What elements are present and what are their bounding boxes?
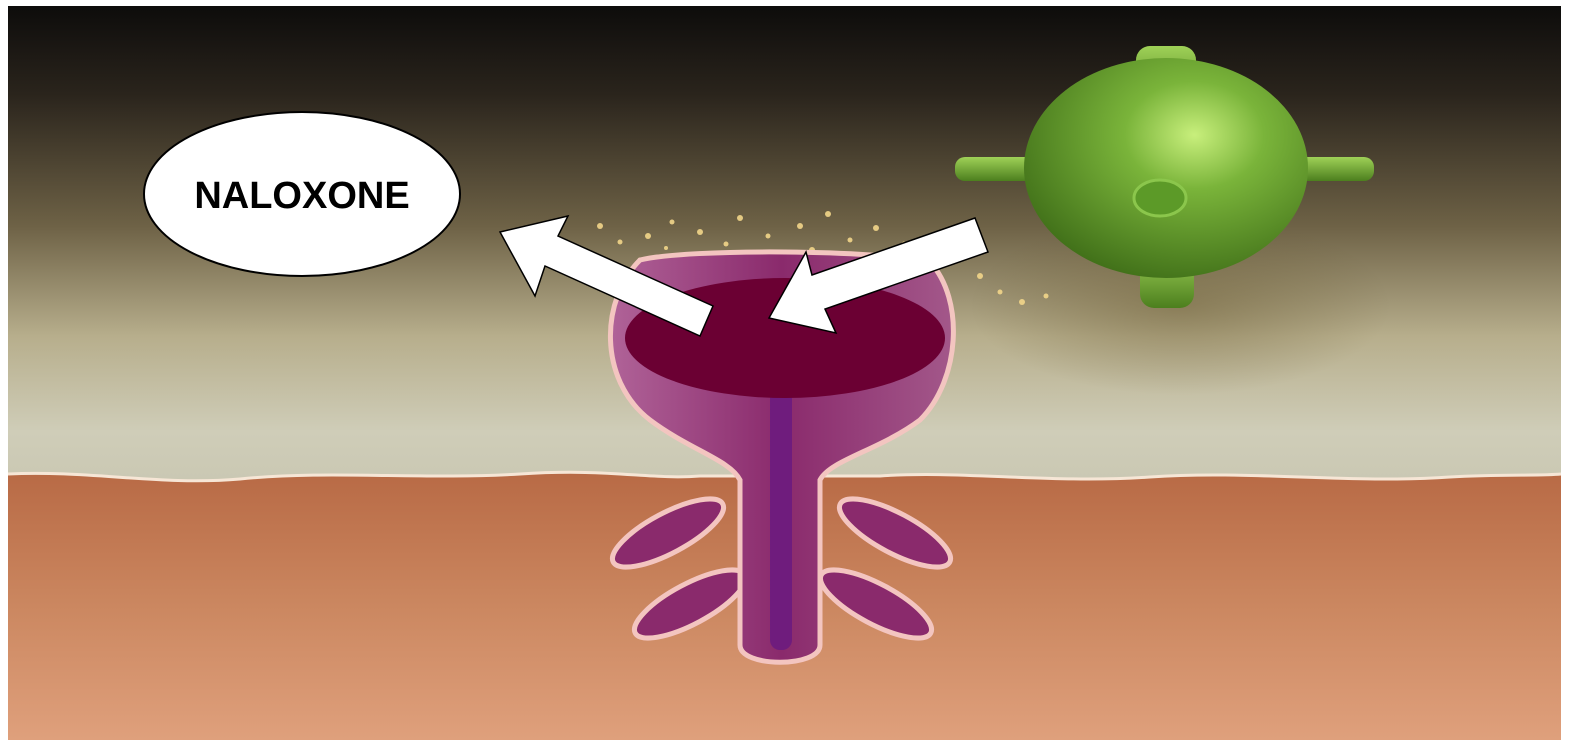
naloxone-label: NALOXONE xyxy=(144,112,460,276)
label-text: NALOXONE xyxy=(194,175,409,217)
